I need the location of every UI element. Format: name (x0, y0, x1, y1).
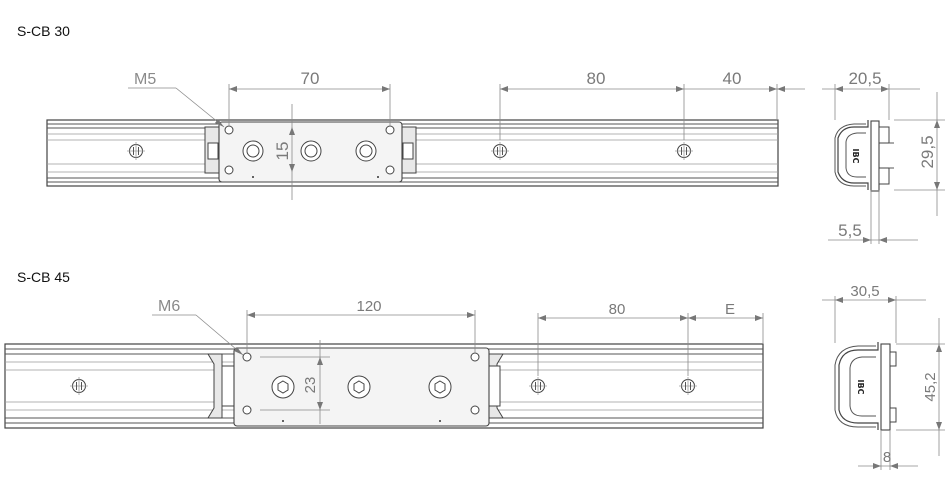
dim-height: 29,5 (918, 135, 937, 168)
section-s-cb-30: S-CB 30 (17, 23, 945, 244)
end-view-s-cb-45: IBC (834, 342, 897, 431)
dim-pitch-2: 40 (723, 69, 742, 88)
section-title: S-CB 30 (17, 23, 70, 39)
section-s-cb-45: S-CB 45 (4, 269, 945, 470)
brand-logo: IBC (856, 380, 865, 395)
dim-plate-height: 15 (273, 142, 292, 161)
dim-height: 45,2 (922, 372, 939, 401)
end-view-dimensions-s-cb-30: 20,5 29,5 5,5 (822, 69, 945, 244)
end-view-dimensions-s-cb-45: 30,5 45,2 8 (822, 283, 945, 470)
dim-plate-height: 23 (302, 377, 319, 394)
end-view-s-cb-30: IBC (834, 120, 894, 192)
carriage-s-cb-45 (207, 347, 504, 427)
dim-width: 30,5 (850, 283, 879, 300)
thread-label: M6 (158, 298, 180, 315)
dim-offset: 8 (883, 449, 891, 466)
dim-pitch-1: 80 (587, 69, 606, 88)
dim-width: 20,5 (848, 69, 881, 88)
dim-pitch-1: 80 (609, 301, 626, 318)
dimensions-s-cb-45: M6 120 80 E (152, 298, 764, 424)
dim-offset: 5,5 (838, 221, 862, 240)
dim-pitch-2: E (725, 301, 735, 318)
carriage-s-cb-30 (204, 121, 417, 183)
thread-label: M5 (134, 71, 156, 88)
dimensions-s-cb-30: M5 70 80 40 15 (128, 69, 805, 200)
section-title: S-CB 45 (17, 269, 70, 285)
brand-logo: IBC (851, 149, 860, 164)
dim-hole-spacing: 70 (301, 69, 320, 88)
dim-hole-spacing: 120 (356, 298, 381, 315)
